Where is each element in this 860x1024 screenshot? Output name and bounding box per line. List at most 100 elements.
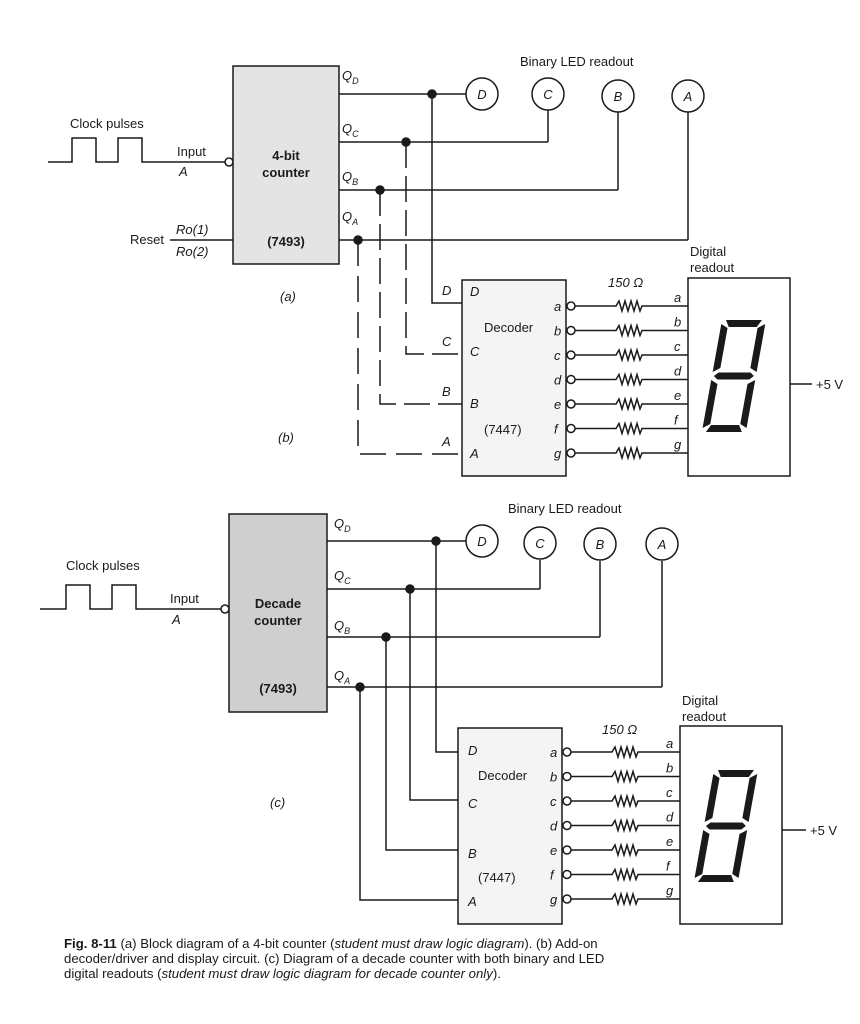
counter-title2-a: counter	[262, 165, 310, 180]
supply-label-c: +5 V	[810, 823, 837, 838]
counter-decoder-diagram: Clock pulses Input A 4-bit counter (7493…	[40, 54, 843, 925]
resistor-line-d-b	[575, 371, 688, 388]
svg-text:B: B	[470, 396, 479, 411]
led-d-c: D	[465, 524, 499, 558]
svg-text:D: D	[477, 87, 486, 102]
part-label-b: (b)	[278, 430, 294, 445]
resistor-label-c: 150 Ω	[602, 722, 637, 737]
decoder-in-a-label-b: A	[441, 434, 451, 449]
resistor-line-a-c	[571, 744, 680, 760]
decoder-out-d-c: d	[550, 819, 558, 834]
led-b-a: B	[601, 79, 635, 113]
segment-a-c	[718, 770, 754, 777]
digital-readout-label-b: Digital	[690, 244, 726, 259]
segment-e-c	[694, 830, 710, 878]
segment-d-c	[697, 875, 734, 882]
output-qd-a: QD	[342, 68, 359, 86]
segment-c-c	[732, 830, 748, 878]
output-bubble-e-b	[566, 399, 576, 409]
decoder-out-f-c: f	[550, 868, 555, 883]
segment-a-b	[726, 320, 762, 327]
decoder-in-b-c: B	[468, 846, 477, 861]
counter-chip-c: (7493)	[259, 681, 297, 696]
led-a-c: A	[645, 527, 679, 561]
decoder-out-c-c: c	[550, 794, 557, 809]
output-bubble-e-c	[562, 845, 572, 855]
decoder-out-g-b: g	[554, 446, 562, 461]
resistor-line-a-b	[575, 298, 688, 314]
seven-segment-glyph-c	[694, 770, 758, 882]
decoder-in-c-c: C	[468, 796, 478, 811]
output-bubble-d-b	[566, 374, 576, 385]
resistor-label-b: 150 Ω	[608, 275, 643, 290]
digital-readout-label-c: Digital	[682, 693, 718, 708]
output-qa-c: QA	[334, 668, 350, 686]
output-qc-c: QC	[334, 568, 351, 586]
part-c: Clock pulses Input A Decade counter (749…	[40, 501, 837, 925]
counter-block-a	[232, 65, 340, 265]
segment-label-c-c: c	[666, 785, 673, 800]
segment-f-b	[712, 324, 728, 372]
decoder-out-d-b: d	[554, 373, 562, 388]
counter-title2-c: counter	[254, 613, 302, 628]
seven-segment-glyph-b	[702, 320, 766, 432]
segment-g-b	[713, 372, 754, 380]
segment-label-b-c: b	[666, 761, 673, 776]
segment-label-b-b: b	[674, 315, 681, 330]
decoder-label-b: Decoder	[484, 320, 534, 335]
decoder-in-c-label-b: C	[442, 334, 452, 349]
part-a: Clock pulses Input A 4-bit counter (7493…	[48, 54, 705, 455]
output-qb-a: QB	[342, 169, 358, 187]
segment-b-b	[750, 324, 766, 372]
decoder-chip-b: (7447)	[484, 422, 522, 437]
svg-text:D: D	[470, 284, 479, 299]
decoder-out-a-c: a	[550, 745, 557, 760]
output-bubble-b-b	[566, 325, 576, 336]
decoder-out-g-c: g	[550, 892, 558, 907]
decoder-out-b-b: b	[554, 324, 561, 339]
svg-text:C: C	[535, 536, 545, 551]
counter-title-c: Decade	[255, 596, 301, 611]
segment-label-f-c: f	[666, 859, 671, 874]
decoder-out-a-b: a	[554, 299, 561, 314]
segment-g-c	[705, 822, 746, 830]
segment-label-g-b: g	[674, 437, 682, 452]
segment-label-f-b: f	[674, 413, 679, 428]
decoder-in-d-label-b: D	[442, 283, 451, 298]
led-c-c: C	[523, 526, 557, 560]
output-bubble-g-c	[562, 894, 572, 904]
input-bubble-a	[224, 157, 234, 167]
svg-text:A: A	[683, 89, 693, 104]
input-label-c: Input	[170, 591, 199, 606]
resistor-line-b-c	[571, 768, 680, 785]
resistor-line-e-b	[575, 396, 688, 412]
decoder-in-b-label-b: B	[442, 384, 451, 399]
decoder-out-f-b: f	[554, 422, 559, 437]
decoder-block-b	[461, 279, 567, 477]
supply-label-b: +5 V	[816, 377, 843, 392]
segment-label-e-c: e	[666, 834, 673, 849]
resistor-line-d-c	[571, 817, 680, 834]
counter-chip-a: (7493)	[267, 234, 305, 249]
segment-f-c	[704, 774, 720, 822]
svg-text:C: C	[543, 87, 553, 102]
part-b: (b) D C B A D C B A Decoder (7447) aabbc…	[278, 244, 843, 477]
clock-label-a: Clock pulses	[70, 116, 144, 131]
svg-text:B: B	[596, 537, 605, 552]
segment-label-g-c: g	[666, 883, 674, 898]
decoder-chip-c: (7447)	[478, 870, 516, 885]
reset-label: Reset	[130, 232, 164, 247]
output-bubble-f-b	[566, 423, 576, 434]
output-qb-c: QB	[334, 618, 350, 636]
svg-text:B: B	[614, 89, 623, 104]
segment-b-c	[742, 774, 758, 822]
resistor-line-f-b	[575, 420, 688, 437]
segment-label-a-b: a	[674, 290, 681, 305]
output-bubble-f-c	[562, 869, 572, 880]
reset-pin-2: Ro(2)	[176, 244, 209, 259]
output-qc-a: QC	[342, 121, 359, 139]
segment-label-a-c: a	[666, 736, 673, 751]
part-label-c: (c)	[270, 795, 285, 810]
output-bubble-a-b	[566, 301, 576, 311]
led-b-c: B	[583, 527, 617, 561]
